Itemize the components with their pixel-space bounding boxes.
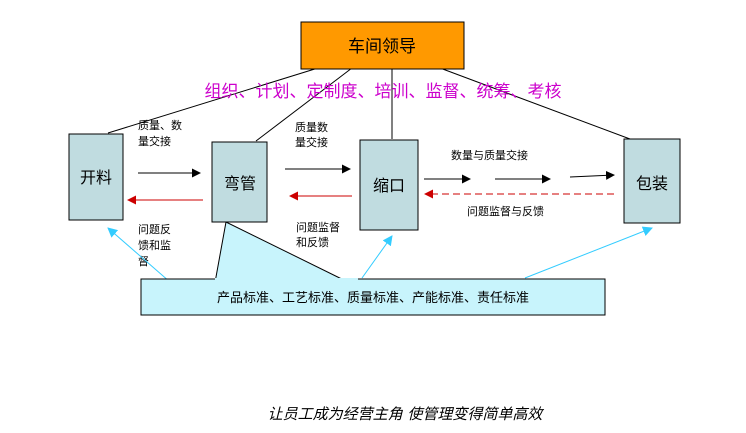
station-suokou-label: 缩口 xyxy=(373,176,405,195)
standards-text: 产品标准、工艺标准、质量标准、产能标准、责任标准 xyxy=(217,291,529,306)
station-baozhuang-label: 包装 xyxy=(636,174,668,193)
station-wanguan-label: 弯管 xyxy=(224,174,256,193)
fb1-label-line3: 督 xyxy=(138,254,149,268)
flow3-label: 数量与质量交接 xyxy=(451,148,528,162)
station-kailiao-box xyxy=(68,133,124,221)
fb2-label-line2: 和反馈 xyxy=(296,236,329,249)
slogan-text: 让员工成为经营主角 使管理变得简单高效 xyxy=(268,405,545,423)
flow-arrow-suokou-3 xyxy=(569,170,615,180)
duties-text: 组织、计划、定制度、培训、监督、统筹、考核 xyxy=(205,82,562,102)
leader-box xyxy=(300,21,465,70)
station-baozhuang-box xyxy=(623,138,681,224)
standards-arrow-baozhuang xyxy=(524,226,653,279)
fb1-label-line1: 问题反 xyxy=(138,223,171,236)
fb2-label-line1: 问题监督 xyxy=(296,220,340,234)
flow1-label-line2: 量交接 xyxy=(138,134,171,148)
station-suokou-box xyxy=(359,139,419,231)
station-wanguan-box xyxy=(211,141,268,223)
standards-arrow-kailiao xyxy=(107,227,171,283)
flow2-label-line1: 质量数 xyxy=(295,121,328,134)
connector-leader-kailiao xyxy=(107,67,319,134)
flow1-label-line1: 质量、数 xyxy=(138,119,182,132)
connector-leader-baozhuang xyxy=(439,67,631,140)
leader-box-label: 车间领导 xyxy=(348,37,416,57)
connector-leader-wanguan xyxy=(255,67,353,142)
fb1-label-line2: 馈和监 xyxy=(138,239,171,252)
fb3-label: 问题监督与反馈 xyxy=(467,204,544,218)
leader-connectors xyxy=(107,67,631,142)
standards-arrow-suokou xyxy=(361,235,393,279)
flow2-label-line2: 量交接 xyxy=(295,135,328,149)
station-kailiao-label: 开料 xyxy=(80,168,112,187)
standards-box xyxy=(140,278,606,316)
